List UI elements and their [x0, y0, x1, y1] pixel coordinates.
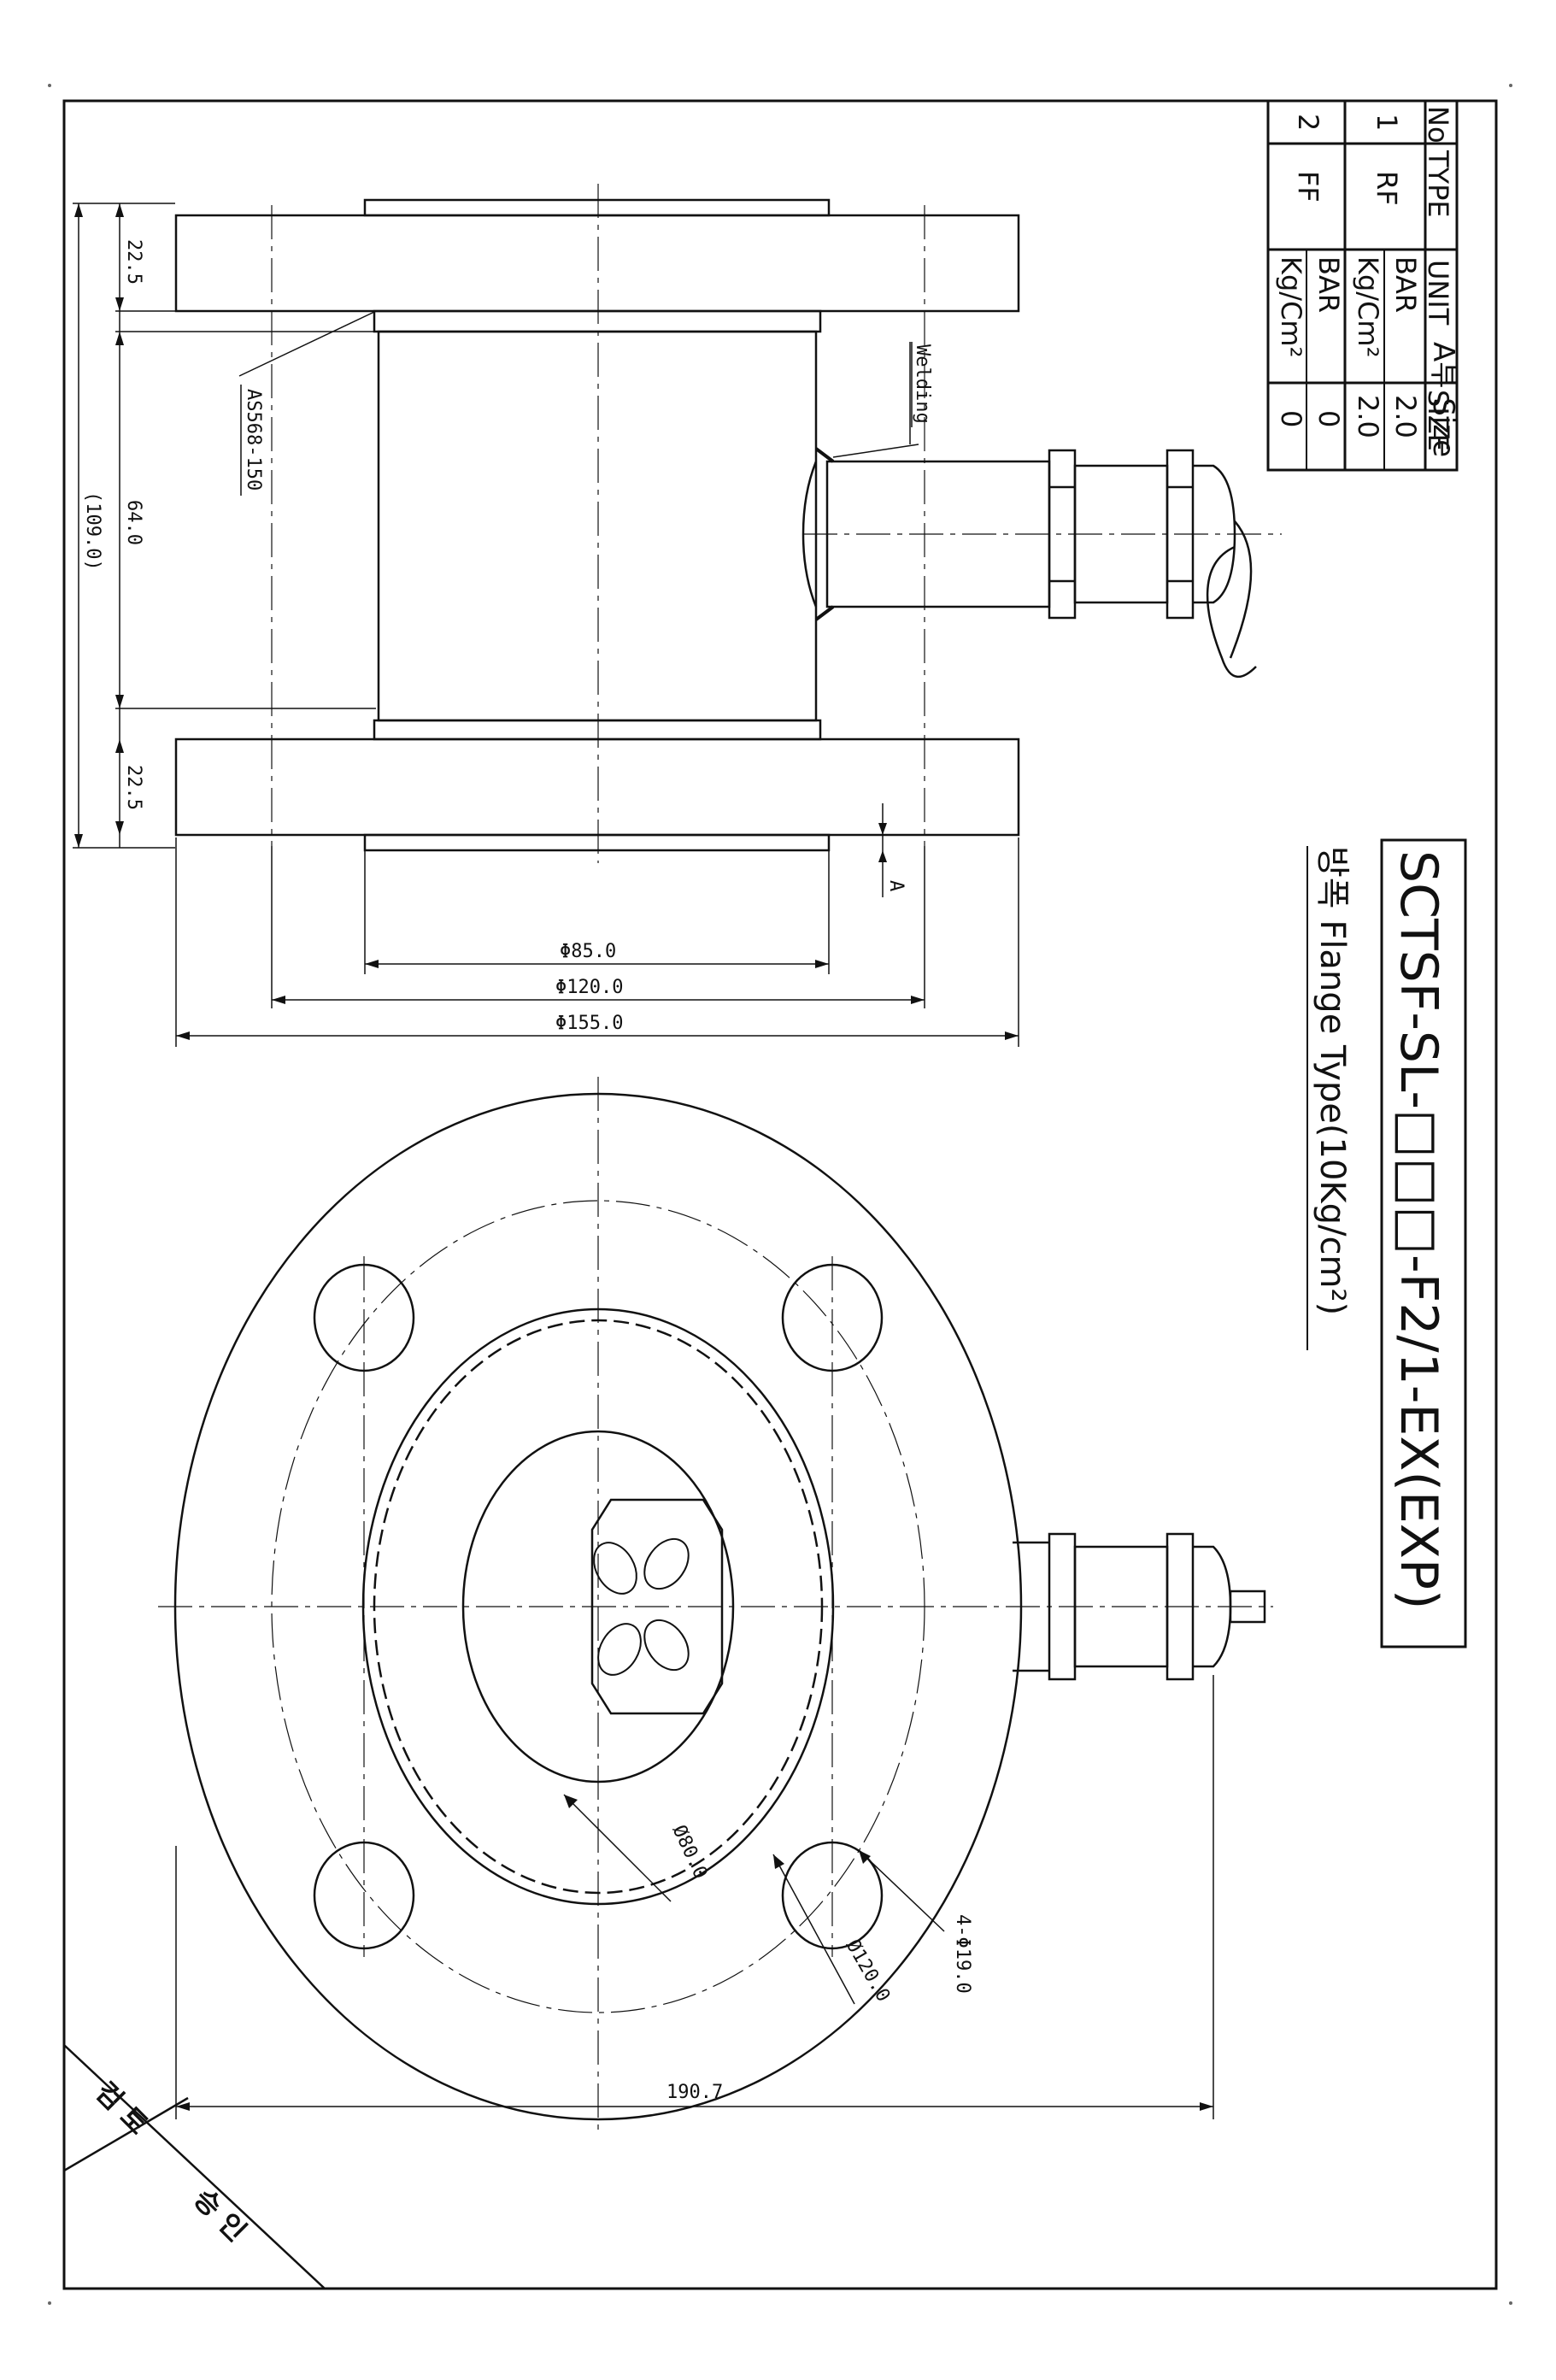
front-view-dimensions [175, 1675, 1214, 2119]
size-table-frame [1266, 99, 1459, 472]
title-box [1380, 838, 1467, 1648]
row1-no: 1 [1371, 114, 1403, 131]
approve-stamp-label: 승 인 [187, 2183, 252, 2248]
drawing-title: SCTSF-SL-□□□-F2/1-EX(EXP) [1389, 850, 1448, 1609]
lower-neck [373, 719, 822, 741]
dim-bore: Ø80.0 [668, 1822, 712, 1883]
dim-outer-diameter: Φ155.0 [555, 1013, 623, 1034]
row1-type: RF [1371, 171, 1403, 206]
row2-size-1: 0 [1312, 410, 1345, 427]
row1-unit-1: BAR [1389, 256, 1422, 313]
upper-flange [174, 214, 1020, 313]
side-view-arrows [74, 203, 1019, 1040]
dim-overall-width: 190.7 [666, 2082, 723, 2103]
oring-callout: AS568-150 [243, 389, 264, 491]
side-view [174, 184, 1282, 863]
row2-no: 2 [1292, 114, 1324, 131]
cable [1206, 545, 1257, 679]
sheet-border [62, 99, 1498, 2290]
side-view-dimensions [73, 203, 1019, 1047]
cable-2 [1229, 520, 1253, 659]
sensor-body [377, 330, 818, 722]
header-unit: UNIT [1422, 260, 1454, 326]
row2-unit-1: BAR [1312, 256, 1345, 313]
review-stamp-label: 검 토 [89, 2076, 154, 2141]
upper-raised-face [363, 198, 831, 217]
front-view [158, 1077, 1273, 2136]
front-view-arrows [176, 1795, 1213, 2111]
dim-inner-diameter: Φ85.0 [560, 941, 616, 962]
welding-callout: Welding [912, 344, 933, 424]
lower-flange [174, 738, 1020, 837]
row2-type: FF [1292, 171, 1324, 203]
corner-marks [48, 84, 1512, 2305]
drawing-subtitle: 방폭 Flange Type(10Kg/cm²) [1312, 846, 1352, 1315]
dim-body-len: 64.0 [123, 500, 144, 545]
row2-unit-2: Kg/Cm² [1275, 256, 1307, 357]
dim-pcd-diameter: Φ120.0 [555, 977, 623, 998]
row1-size-1: 2.0 [1389, 395, 1422, 438]
dim-overall-len: (109.0) [82, 491, 103, 571]
sensor-cavities [593, 1537, 690, 1676]
header-type: TYPE [1422, 150, 1454, 218]
row1-size-2: 2.0 [1352, 395, 1384, 438]
dim-flange-thk-top: 22.5 [123, 239, 144, 285]
detail-a-label: A [885, 880, 907, 891]
row2-size-2: 0 [1275, 410, 1307, 427]
dim-holes: 4-Φ19.0 [952, 1914, 973, 1994]
weld-bead [814, 447, 835, 621]
title-block: SCTSF-SL-□□□-F2/1-EX(EXP) 방폭 Flange Type… [1306, 838, 1467, 1648]
approval-block [63, 2044, 326, 2289]
header-size: SIZE [1422, 390, 1454, 451]
front-boss [1013, 1541, 1049, 1672]
upper-neck [373, 309, 822, 333]
header-no: No [1422, 106, 1454, 144]
sensor-head [590, 1498, 724, 1715]
size-table: A부 Size No TYPE UNIT SIZE 1 RF BAR Kg/Cm… [1266, 99, 1460, 472]
lower-raised-face [363, 833, 831, 852]
dim-flange-thk-bottom: 22.5 [123, 765, 144, 810]
size-table-caption: A부 Size [1426, 342, 1460, 457]
row1-unit-2: Kg/Cm² [1352, 256, 1384, 357]
